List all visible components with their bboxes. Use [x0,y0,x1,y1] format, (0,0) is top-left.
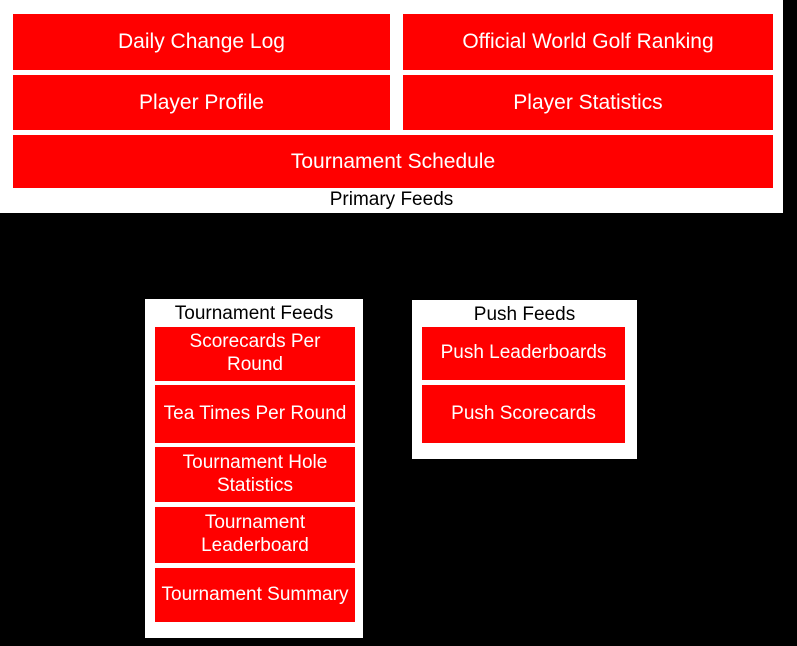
node-tea-times-per-round: Tea Times Per Round [155,385,355,443]
node-push-leaderboards: Push Leaderboards [422,327,625,380]
primary-feeds-group: Daily Change Log Official World Golf Ran… [0,0,783,213]
node-daily-change-log: Daily Change Log [13,14,390,70]
node-official-world-golf-ranking: Official World Golf Ranking [403,14,773,70]
node-player-statistics: Player Statistics [403,75,773,130]
tournament-feeds-label: Tournament Feeds [174,303,334,324]
node-tournament-schedule: Tournament Schedule [13,135,773,188]
push-feeds-group: Push Feeds Push Leaderboards Push Scorec… [412,300,637,459]
node-player-profile: Player Profile [13,75,390,130]
primary-feeds-label: Primary Feeds [329,189,454,210]
node-tournament-leaderboard: Tournament Leaderboard [155,507,355,563]
push-feeds-label: Push Feeds [473,304,576,325]
node-scorecards-per-round: Scorecards Per Round [155,327,355,381]
node-tournament-hole-statistics: Tournament Hole Statistics [155,447,355,502]
node-push-scorecards: Push Scorecards [422,385,625,443]
tournament-feeds-group: Tournament Feeds Scorecards Per Round Te… [145,299,363,638]
node-tournament-summary: Tournament Summary [155,568,355,622]
